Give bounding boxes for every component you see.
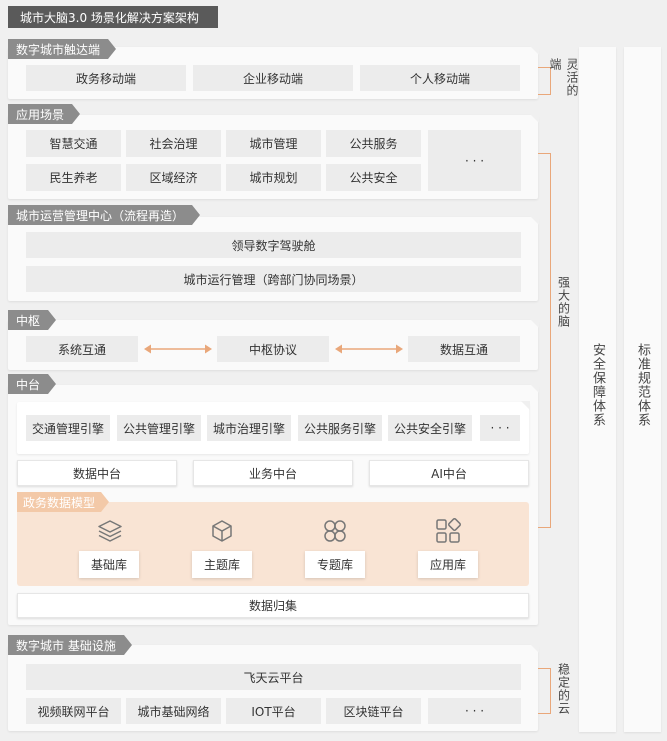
side-label-stable: 稳定的云	[556, 663, 571, 715]
scene-item: 区域经济	[126, 164, 221, 191]
scene-item: 公共安全	[326, 164, 421, 191]
access-item: 政务移动端	[26, 65, 186, 91]
engine-item: 交通管理引擎	[26, 415, 110, 441]
side-label-flexible: 灵活的端	[548, 58, 579, 97]
ops-item: 领导数字驾驶舱	[26, 232, 521, 258]
ops-item: 城市运行管理（跨部门协同场景）	[26, 266, 521, 292]
clover-icon	[324, 520, 346, 542]
engine-more: · · ·	[480, 415, 520, 441]
model-item: 应用库	[418, 551, 478, 578]
data-model-tag: 政务数据模型	[17, 492, 110, 512]
bracket-stable	[538, 668, 551, 714]
page-title: 城市大脑3.0 场景化解决方案架构	[8, 6, 218, 28]
double-arrow-icon	[144, 344, 212, 354]
pillar-security-label: 安全保障体系	[590, 343, 605, 427]
layer-ops-tag: 城市运营管理中心（流程再造）	[8, 205, 201, 225]
engine-item: 公共管理引擎	[117, 415, 201, 441]
apps-icon	[436, 518, 461, 543]
bracket-strong	[538, 153, 551, 528]
middle-platform: AI中台	[369, 460, 529, 486]
infra-item: 视频联网平台	[26, 698, 121, 724]
model-item: 主题库	[192, 551, 252, 578]
infra-more: · · ·	[428, 698, 521, 724]
model-item: 基础库	[79, 551, 139, 578]
layer-hub-tag: 中枢	[8, 310, 57, 330]
scene-item: 智慧交通	[26, 130, 121, 157]
engine-item: 公共安全引擎	[388, 415, 472, 441]
bracket-flexible	[538, 67, 551, 95]
cube-icon	[212, 520, 232, 542]
layer-access-tag: 数字城市触达端	[8, 39, 117, 59]
pillar-security	[579, 47, 616, 732]
page-title-text: 城市大脑3.0 场景化解决方案架构	[20, 10, 199, 25]
access-item: 企业移动端	[193, 65, 353, 91]
hub-item: 中枢协议	[217, 336, 329, 362]
layer-platform-tag: 中台	[8, 374, 57, 394]
pillar-standards	[624, 47, 661, 732]
double-arrow-icon	[335, 344, 403, 354]
scene-item: 社会治理	[126, 130, 221, 157]
layer-scenes-tag: 应用场景	[8, 104, 81, 124]
infra-item: 城市基础网络	[126, 698, 221, 724]
middle-platform: 业务中台	[193, 460, 353, 486]
scene-more: · · ·	[428, 130, 521, 191]
data-collect: 数据归集	[17, 593, 529, 618]
layers-icon	[98, 520, 122, 542]
middle-platform: 数据中台	[17, 460, 177, 486]
scene-item: 民生养老	[26, 164, 121, 191]
access-item: 个人移动端	[360, 65, 520, 91]
model-item: 专题库	[305, 551, 365, 578]
scene-item: 城市管理	[226, 130, 321, 157]
hub-item: 数据互通	[408, 336, 520, 362]
pillar-standards-label: 标准规范体系	[635, 343, 650, 427]
engine-item: 公共服务引擎	[298, 415, 382, 441]
scene-item: 城市规划	[226, 164, 321, 191]
scene-item: 公共服务	[326, 130, 421, 157]
infra-item: 区块链平台	[326, 698, 421, 724]
side-label-strong: 强大的脑	[556, 276, 571, 328]
cloud-platform: 飞天云平台	[26, 664, 521, 690]
engine-item: 城市治理引擎	[207, 415, 291, 441]
infra-item: IOT平台	[226, 698, 321, 724]
layer-infra-tag: 数字城市 基础设施	[8, 635, 132, 655]
hub-item: 系统互通	[26, 336, 138, 362]
